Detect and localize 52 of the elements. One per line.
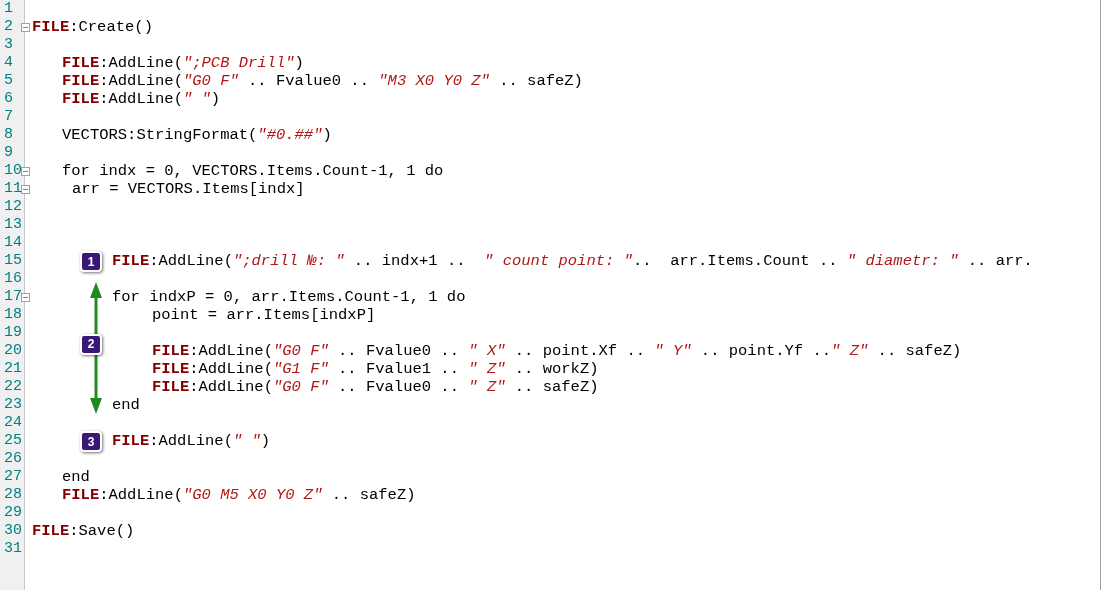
line-number: 31 — [4, 540, 22, 558]
code-line: FILE:Create() — [32, 18, 153, 36]
line-number: 30 — [4, 522, 22, 540]
line-number: 11 — [4, 180, 22, 198]
line-number: 7 — [4, 108, 13, 126]
line-number: 3 — [4, 36, 13, 54]
line-number: 13 — [4, 216, 22, 234]
callout-number: 3 — [80, 431, 102, 452]
code-line: FILE:AddLine(";PCB Drill") — [62, 54, 304, 72]
line-number: 8 — [4, 126, 13, 144]
code-line: FILE:AddLine(" ") — [112, 432, 271, 450]
line-number: 6 — [4, 90, 13, 108]
line-number: 18 — [4, 306, 22, 324]
code-line: end — [112, 396, 140, 414]
line-number: 2 — [4, 18, 13, 36]
code-line: FILE:AddLine(";drill №: " .. indx+1 .. " count point: ".. arr.Items.Count .. " diametr: " .. arr. — [112, 252, 1033, 270]
line-number: 23 — [4, 396, 22, 414]
code-line: for indx = 0, VECTORS.Items.Count-1, 1 do — [62, 162, 444, 180]
line-number: 14 — [4, 234, 22, 252]
line-number: 29 — [4, 504, 22, 522]
line-number: 21 — [4, 360, 22, 378]
line-number: 17 — [4, 288, 22, 306]
line-number: 20 — [4, 342, 22, 360]
line-number: 25 — [4, 432, 22, 450]
code-line: FILE:AddLine("G0 F" .. Fvalue0 .. " Z" .. safeZ) — [152, 378, 599, 396]
line-number: 19 — [4, 324, 22, 342]
code-line: FILE:AddLine(" ") — [62, 90, 221, 108]
code-line: for indxP = 0, arr.Items.Count-1, 1 do — [112, 288, 466, 306]
code-line: FILE:AddLine("G1 F" .. Fvalue1 .. " Z" .. workZ) — [152, 360, 599, 378]
line-number: 10 — [4, 162, 22, 180]
callout-number: 2 — [80, 333, 102, 355]
line-number: 27 — [4, 468, 22, 486]
code-line: arr = VECTORS.Items[indx] — [72, 180, 305, 198]
line-number: 12 — [4, 198, 22, 216]
line-number: 9 — [4, 144, 13, 162]
code-line: FILE:Save() — [32, 522, 135, 540]
line-number: 5 — [4, 72, 13, 90]
code-line: VECTORS:StringFormat("#0.##") — [62, 126, 332, 144]
code-line: FILE:AddLine("G0 F" .. Fvalue0 .. " X" .. point.Xf .. " Y" .. point.Yf .." Z" .. safeZ) — [152, 342, 962, 360]
code-line: point = arr.Items[indxP] — [152, 306, 376, 324]
line-number: 4 — [4, 54, 13, 72]
line-number: 24 — [4, 414, 22, 432]
line-number: 1 — [4, 0, 13, 18]
code-line: end — [62, 468, 90, 486]
line-number: 15 — [4, 252, 22, 270]
callout-number: 1 — [80, 251, 102, 272]
code-line: FILE:AddLine("G0 M5 X0 Y0 Z" .. safeZ) — [62, 486, 416, 504]
line-number: 26 — [4, 450, 22, 468]
line-number: 16 — [4, 270, 22, 288]
line-number: 22 — [4, 378, 22, 396]
code-line: FILE:AddLine("G0 F" .. Fvalue0 .. "M3 X0 Y0 Z" .. safeZ) — [62, 72, 583, 90]
line-number: 28 — [4, 486, 22, 504]
